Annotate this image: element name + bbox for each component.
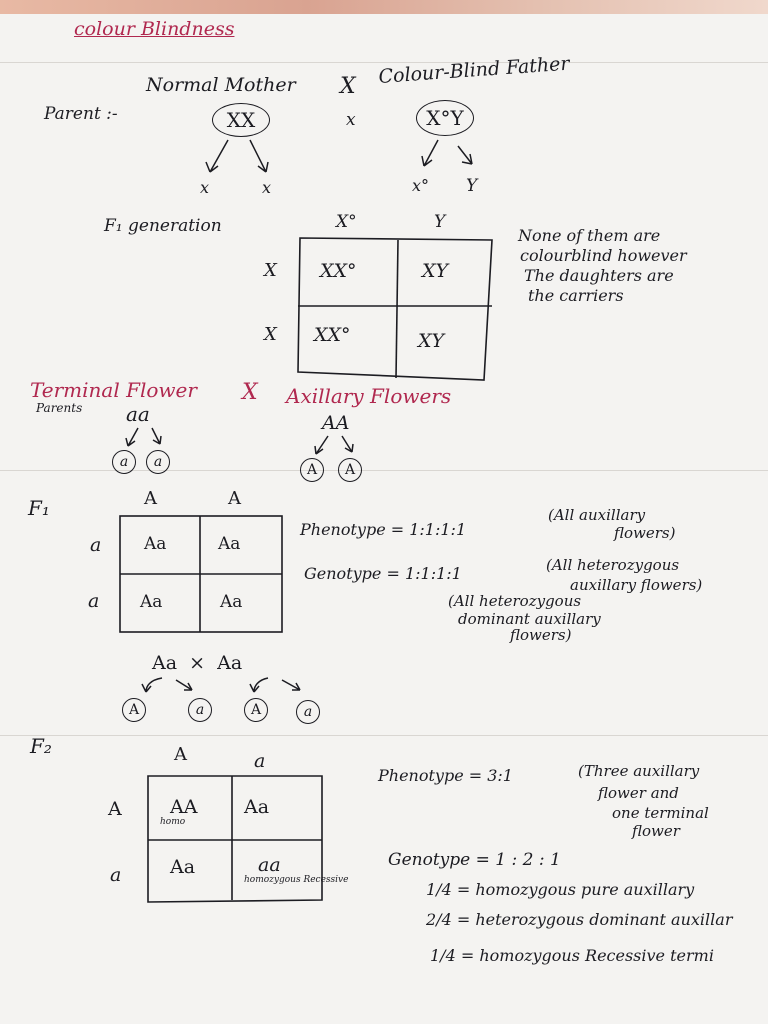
note-line: the carriers <box>528 286 624 305</box>
f1-genotype-note2: flowers) <box>510 626 572 644</box>
mother-gamete-2: x <box>262 178 272 197</box>
gamete-bubble: A <box>122 698 146 722</box>
gamete-bubble: a <box>146 450 170 474</box>
punnett-row-header: X <box>264 260 277 281</box>
punnett-cell: XY <box>422 260 449 282</box>
cross-symbol-small: x <box>346 110 356 130</box>
f2-phenotype-note: (Three auxillary <box>578 762 700 780</box>
f1-phenotype-note: flowers) <box>614 524 676 542</box>
note-line: The daughters are <box>524 266 674 285</box>
f1-label: F₁ <box>28 496 50 520</box>
cross-symbol: X <box>340 74 356 99</box>
note-line: colourblind however <box>520 246 687 265</box>
father-genotype: X°Y <box>416 100 474 136</box>
f2-cell: Aa <box>244 796 270 818</box>
f1-cell: Aa <box>144 534 167 554</box>
gamete-bubble: A <box>244 698 268 722</box>
gamete-bubble: a <box>188 698 212 722</box>
f2-phenotype: Phenotype = 3:1 <box>378 766 513 785</box>
mother-gamete-1: x <box>200 178 210 197</box>
f2-phenotype-note: flower <box>632 822 680 840</box>
parent1-genotype: aa <box>126 402 150 426</box>
f2-cell: AA <box>170 796 198 818</box>
f2-phenotype-note: flower and <box>598 784 679 802</box>
ruled-line <box>0 62 768 63</box>
parent2-genotype: AA <box>322 412 350 434</box>
gamete-bubble: A <box>338 458 362 482</box>
f1-row-header: a <box>90 534 102 556</box>
f2-label: F₂ <box>30 734 52 758</box>
punnett-row-header: X <box>264 324 277 345</box>
f2-ratio-line: 2/4 = heterozygous dominant auxillar <box>426 910 733 929</box>
f1-genotype: Genotype = 1:1:1:1 <box>304 564 462 583</box>
parents-label: Parents <box>36 401 83 415</box>
f2-phenotype-note: one terminal <box>612 804 709 822</box>
f1-genotype-note2: dominant auxillary <box>458 610 601 628</box>
f2-cell-note: homozygous Recessive <box>244 875 349 885</box>
ruled-line <box>0 470 768 471</box>
mother-genotype: XX <box>212 103 270 137</box>
father-gamete-1: x° <box>412 176 430 195</box>
f1-col-header: A <box>228 488 241 509</box>
punnett-cell: XX° <box>320 260 357 282</box>
f2-col-header: a <box>254 750 266 772</box>
parent-label: Parent :- <box>44 104 118 124</box>
f1-cell: Aa <box>140 592 163 612</box>
f1-col-header: A <box>144 488 157 509</box>
f2-col-header: A <box>174 744 187 765</box>
f-generation-label: F₁ generation <box>104 216 222 236</box>
f2-row-header: A <box>108 798 122 820</box>
gamete-bubble: A <box>300 458 324 482</box>
paper-top-edge <box>0 0 768 14</box>
cross-symbol: X <box>242 380 258 405</box>
section-title-terminal: Terminal Flower <box>30 378 197 402</box>
f1-phenotype-note: (All auxillary <box>548 506 646 524</box>
ruled-line <box>0 735 768 736</box>
f1-row-header: a <box>88 590 100 612</box>
f2-ratio-line: 1/4 = homozygous Recessive termi <box>430 946 714 965</box>
gamete-bubble: a <box>296 700 320 724</box>
f2-ratio-line: 1/4 = homozygous pure auxillary <box>426 880 695 899</box>
punnett-cell: XY <box>418 330 445 352</box>
gamete-bubble: a <box>112 450 136 474</box>
father-gamete-2: Y <box>466 176 478 196</box>
f2-row-header: a <box>110 864 122 886</box>
section-title-colour-blindness: colour Blindness <box>74 18 235 40</box>
mother-label: Normal Mother <box>146 74 296 96</box>
f2-cell: Aa <box>170 856 196 878</box>
section-title-axillary: Axillary Flowers <box>286 384 452 408</box>
f1-genotype-note2: (All heterozygous <box>448 592 582 610</box>
punnett-col-header: Y <box>434 212 446 232</box>
f2-cell: aa <box>258 854 281 876</box>
f1-cell: Aa <box>218 534 241 554</box>
note-line: None of them are <box>518 226 661 245</box>
punnett-cell: XX° <box>314 324 351 346</box>
f1-cell: Aa <box>220 592 243 612</box>
punnett-col-header: X° <box>336 212 357 232</box>
f1-genotype-note: auxillary flowers) <box>570 576 703 594</box>
f1-phenotype: Phenotype = 1:1:1:1 <box>300 520 467 539</box>
f1-genotype-note: (All heterozygous <box>546 556 680 574</box>
f1-self-cross: Aa × Aa <box>152 652 243 674</box>
f2-genotype: Genotype = 1 : 2 : 1 <box>388 850 561 870</box>
f2-cell-note: homo <box>160 817 186 827</box>
